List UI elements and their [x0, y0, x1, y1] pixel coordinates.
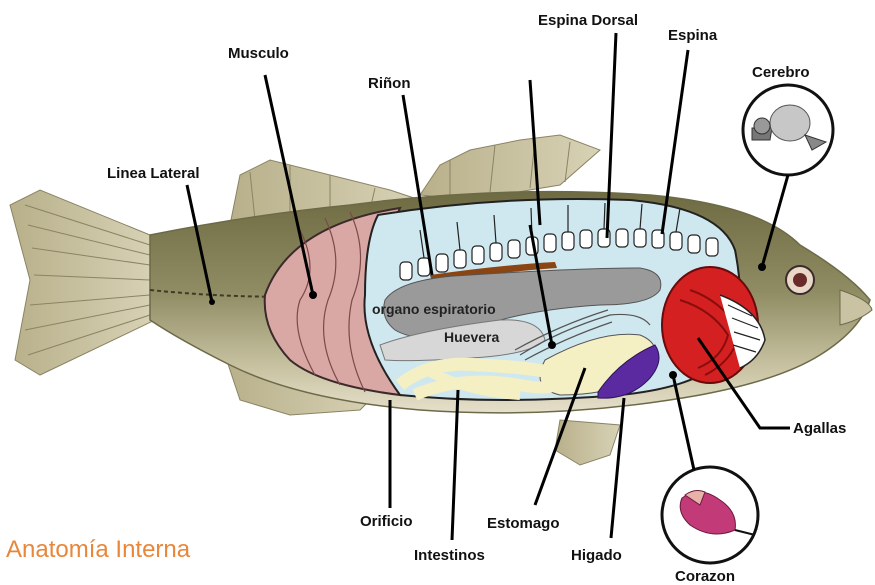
label-espina-dorsal: Espina Dorsal	[538, 12, 638, 29]
label-orificio: Orificio	[360, 513, 413, 530]
label-organo-respiratorio: organo espiratorio	[372, 301, 496, 317]
label-linea-lateral: Linea Lateral	[107, 165, 200, 182]
label-estomago: Estomago	[487, 515, 560, 532]
label-agallas: Agallas	[793, 420, 846, 437]
label-higado: Higado	[571, 547, 622, 564]
label-musculo: Musculo	[228, 45, 289, 62]
label-huevera: Huevera	[444, 329, 499, 345]
label-rinon: Riñon	[368, 75, 411, 92]
label-intestinos: Intestinos	[414, 547, 485, 564]
caption: Anatomía Interna	[6, 536, 190, 564]
brain-callout	[743, 85, 833, 175]
tail-fin	[10, 190, 155, 375]
heart-callout	[662, 467, 758, 563]
label-corazon: Corazon	[675, 568, 735, 585]
label-espina: Espina	[668, 27, 718, 44]
label-cerebro: Cerebro	[752, 64, 810, 81]
